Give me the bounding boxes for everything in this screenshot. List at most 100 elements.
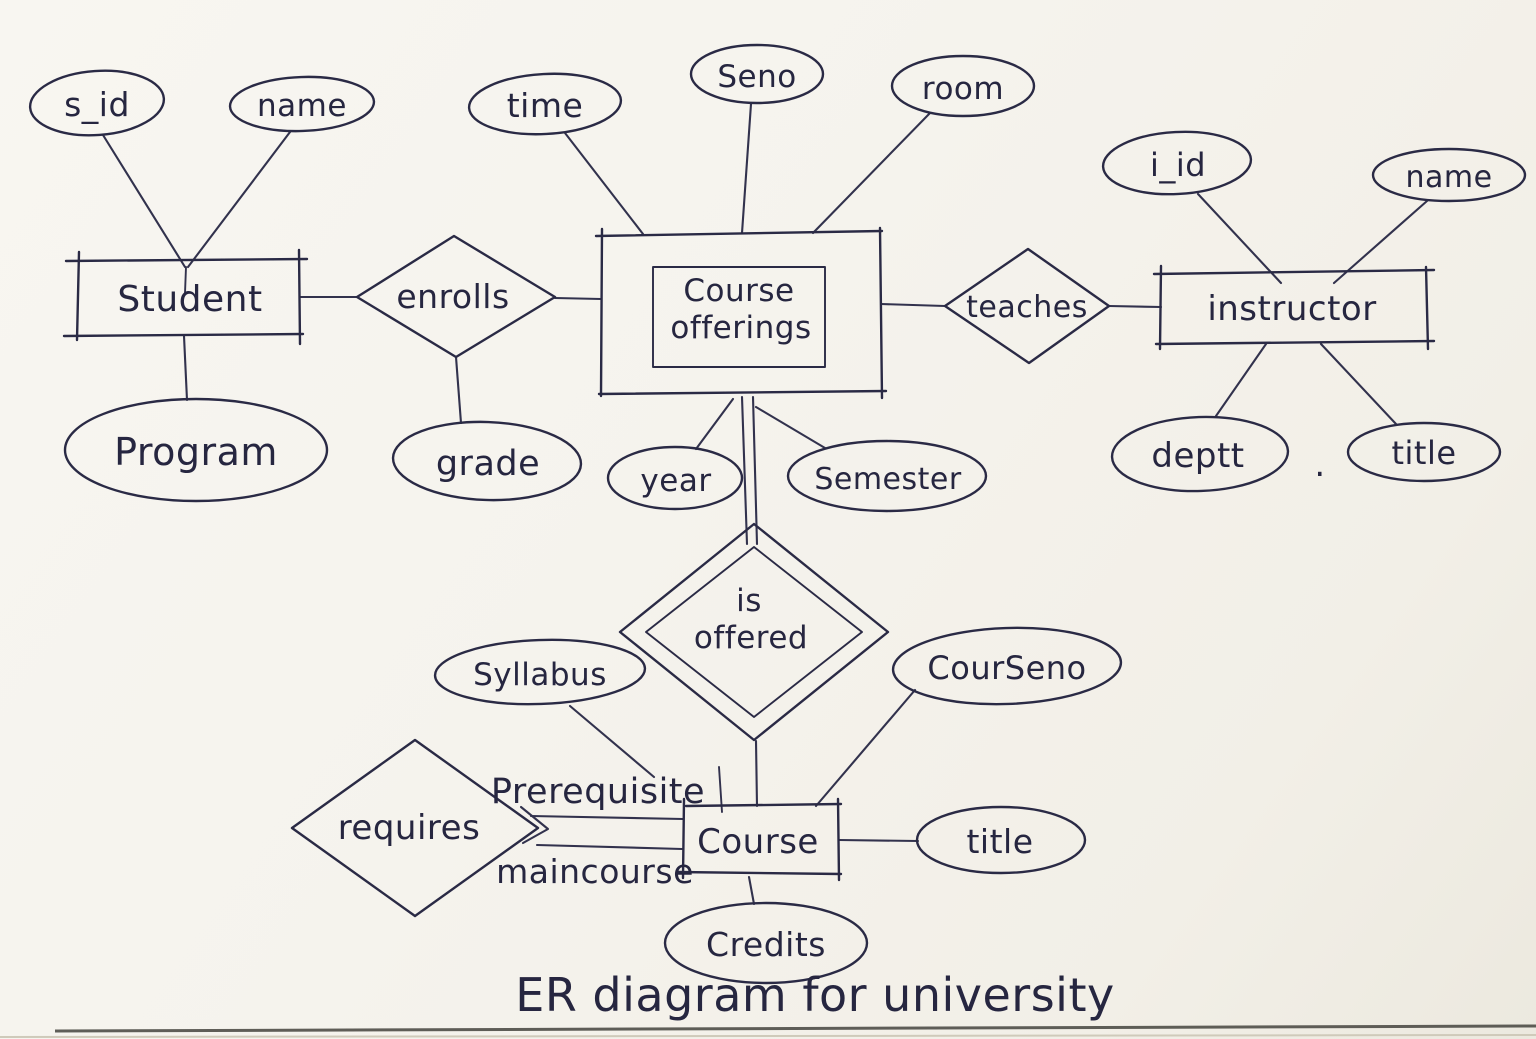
diagram-labels: s_id name Student Program enrolls grade … bbox=[64, 59, 1492, 1022]
edge-time-courseofferings bbox=[563, 131, 645, 236]
entity-instructor-bottom bbox=[1154, 339, 1436, 346]
edge-teaches-instructor bbox=[1107, 304, 1163, 309]
attribute-courseno-label: CourSeno bbox=[927, 649, 1086, 687]
attribute-credits-label: Credits bbox=[706, 925, 826, 964]
attribute-iid-label: i_id bbox=[1150, 146, 1206, 184]
relationship-shapes bbox=[290, 234, 1111, 918]
entity-student-left bbox=[75, 250, 81, 342]
relationship-teaches bbox=[943, 247, 1111, 365]
attribute-syllabus-oval bbox=[433, 638, 647, 706]
entity-student-right bbox=[297, 248, 302, 346]
attribute-shapes bbox=[28, 43, 1527, 985]
edge-iname-instructor bbox=[1332, 199, 1429, 285]
edge-courseofferings-semester bbox=[754, 405, 827, 450]
relationship-requires-label: requires bbox=[338, 808, 481, 848]
attribute-time-label: time bbox=[507, 86, 584, 125]
edge-enrolls-grade bbox=[454, 355, 463, 425]
entity-courseofferings-right bbox=[878, 226, 884, 400]
edge-isoffered-course bbox=[754, 739, 759, 808]
paper-bottom-edge bbox=[54, 1024, 1536, 1033]
connector-lines bbox=[101, 102, 1429, 906]
ink-dot: . bbox=[1314, 445, 1325, 485]
entity-student-top bbox=[64, 257, 309, 263]
attribute-instructor-title-oval bbox=[1346, 421, 1502, 483]
entity-course-offerings bbox=[594, 226, 888, 400]
relationship-enrolls bbox=[355, 234, 557, 359]
entity-student-label: Student bbox=[117, 279, 262, 320]
requires-arrowhead bbox=[519, 805, 550, 845]
edge-courseofferings-isoffered-left bbox=[740, 395, 749, 546]
attribute-room-label: room bbox=[922, 71, 1004, 107]
edge-courseofferings-year bbox=[694, 397, 735, 451]
edge-iid-instructor bbox=[1196, 192, 1283, 285]
edge-course-credits bbox=[747, 875, 756, 906]
attribute-seno-oval bbox=[689, 43, 825, 105]
relationship-isoffered-label-2: offered bbox=[694, 620, 808, 656]
entity-courseofferings-bottom bbox=[597, 389, 888, 396]
attribute-program-label: Program bbox=[114, 430, 278, 474]
edge-requires-maincourse bbox=[535, 843, 684, 851]
relationship-enrolls-label: enrolls bbox=[396, 277, 509, 316]
edge-syllabus-course bbox=[568, 704, 656, 779]
entity-course-bottom bbox=[675, 870, 843, 876]
edge-seno-courseofferings bbox=[740, 102, 753, 235]
entity-instructor-top bbox=[1152, 268, 1436, 276]
edge-label-maincourse: maincourse bbox=[496, 852, 694, 891]
attribute-room-oval bbox=[890, 54, 1036, 118]
attribute-instructor-name-oval bbox=[1371, 147, 1527, 203]
entity-courseofferings-left bbox=[599, 227, 604, 398]
attribute-program-oval bbox=[63, 397, 329, 503]
entity-instructor-right bbox=[1424, 265, 1430, 351]
attribute-semester-label: Semester bbox=[814, 462, 962, 497]
attribute-sid-label: s_id bbox=[64, 85, 130, 124]
attribute-seno-label: Seno bbox=[717, 59, 796, 95]
attribute-course-title-label: title bbox=[966, 822, 1033, 861]
entity-course-label: Course bbox=[697, 822, 819, 862]
edge-sid-student bbox=[101, 133, 187, 269]
relationship-teaches-label: teaches bbox=[966, 290, 1088, 325]
edge-requires-prerequisite bbox=[529, 814, 685, 821]
entity-student bbox=[62, 248, 309, 346]
entity-courseofferings-label-2: offerings bbox=[670, 310, 811, 346]
entity-instructor-left bbox=[1158, 264, 1163, 351]
edge-courseofferings-isoffered-right bbox=[751, 395, 759, 546]
edge-room-courseofferings bbox=[811, 111, 932, 235]
edge-student-program bbox=[182, 334, 189, 402]
edge-student-tail bbox=[184, 266, 187, 294]
attribute-year-label: year bbox=[640, 463, 711, 499]
relationship-requires bbox=[290, 738, 540, 918]
attribute-courseno-oval bbox=[891, 626, 1123, 706]
edge-courseofferings-teaches bbox=[879, 302, 947, 308]
entity-course-top bbox=[684, 802, 843, 808]
paper-bottom-shadow bbox=[0, 1034, 1536, 1038]
attribute-deptt-oval bbox=[1110, 415, 1290, 493]
edge-instructor-deptt bbox=[1214, 342, 1268, 418]
attribute-student-name-label: name bbox=[257, 88, 347, 124]
attribute-iid-oval bbox=[1101, 130, 1253, 196]
attribute-grade-oval bbox=[391, 420, 583, 502]
entity-student-bottom bbox=[62, 332, 305, 338]
entity-courseofferings-inner bbox=[652, 266, 826, 368]
attribute-year-oval bbox=[606, 445, 744, 511]
attribute-credits-oval bbox=[663, 901, 869, 985]
relationship-isoffered-label-1: is bbox=[736, 583, 762, 619]
edge-courseno-course bbox=[814, 688, 917, 808]
edge-course-title bbox=[837, 838, 920, 843]
attribute-syllabus-label: Syllabus bbox=[473, 657, 607, 693]
entity-courseofferings-top bbox=[594, 229, 884, 238]
attribute-instructor-name-label: name bbox=[1405, 160, 1492, 195]
entity-instructor-label: instructor bbox=[1207, 289, 1376, 329]
attribute-sid-oval bbox=[28, 69, 166, 137]
entity-instructor bbox=[1152, 264, 1436, 351]
edge-name-student bbox=[186, 130, 292, 269]
entity-course-left bbox=[681, 797, 686, 880]
relationship-isoffered-outer bbox=[618, 522, 890, 742]
entity-shapes bbox=[62, 226, 1436, 882]
edge-instructor-title bbox=[1319, 342, 1398, 426]
attribute-student-name-oval bbox=[228, 75, 376, 133]
attribute-instructor-title-label: title bbox=[1391, 434, 1456, 472]
entity-courseofferings-label-1: Course bbox=[683, 273, 794, 309]
edge-label-prerequisite: Prerequisite bbox=[491, 772, 705, 812]
